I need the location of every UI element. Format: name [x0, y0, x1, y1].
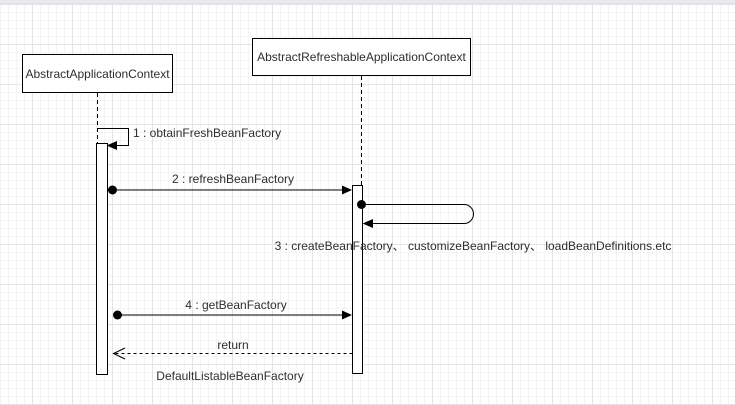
arrowhead-right-icon [342, 185, 352, 195]
arrowhead-left-icon [362, 219, 373, 228]
message-3-self-loop-arrow[interactable] [357, 200, 474, 228]
participant-label: AbstractApplicationContext [25, 66, 170, 81]
activation-bar-left[interactable] [96, 143, 108, 375]
return-message-arrow[interactable] [112, 347, 353, 360]
arrowhead-left-icon [106, 141, 117, 150]
participant-box-abstract-application-context[interactable]: AbstractApplicationContext [22, 54, 173, 93]
message-3-label[interactable]: 3 : createBeanFactory、 customizeBeanFact… [274, 239, 672, 253]
participant-label: AbstractRefreshableApplicationContext [257, 50, 466, 64]
open-arrowhead-left-icon [112, 347, 126, 360]
message-2-label[interactable]: 2 : refreshBeanFactory [171, 172, 295, 186]
message-2-arrow[interactable] [108, 185, 352, 195]
message-1-label[interactable]: 1 : obtainFreshBeanFactory [133, 126, 282, 140]
activation-bar-right[interactable] [352, 185, 363, 374]
participant-box-abstract-refreshable-application-context[interactable]: AbstractRefreshableApplicationContext [252, 38, 471, 76]
message-4-arrow[interactable] [113, 310, 352, 320]
arrowhead-right-icon [342, 310, 352, 320]
return-result-label[interactable]: DefaultListableBeanFactory [156, 369, 304, 383]
return-message-label[interactable]: return [217, 338, 249, 352]
message-1-self-arrow[interactable] [97, 128, 129, 151]
top-scrollbar-track [0, 0, 735, 4]
message-4-label[interactable]: 4 : getBeanFactory [185, 298, 287, 312]
